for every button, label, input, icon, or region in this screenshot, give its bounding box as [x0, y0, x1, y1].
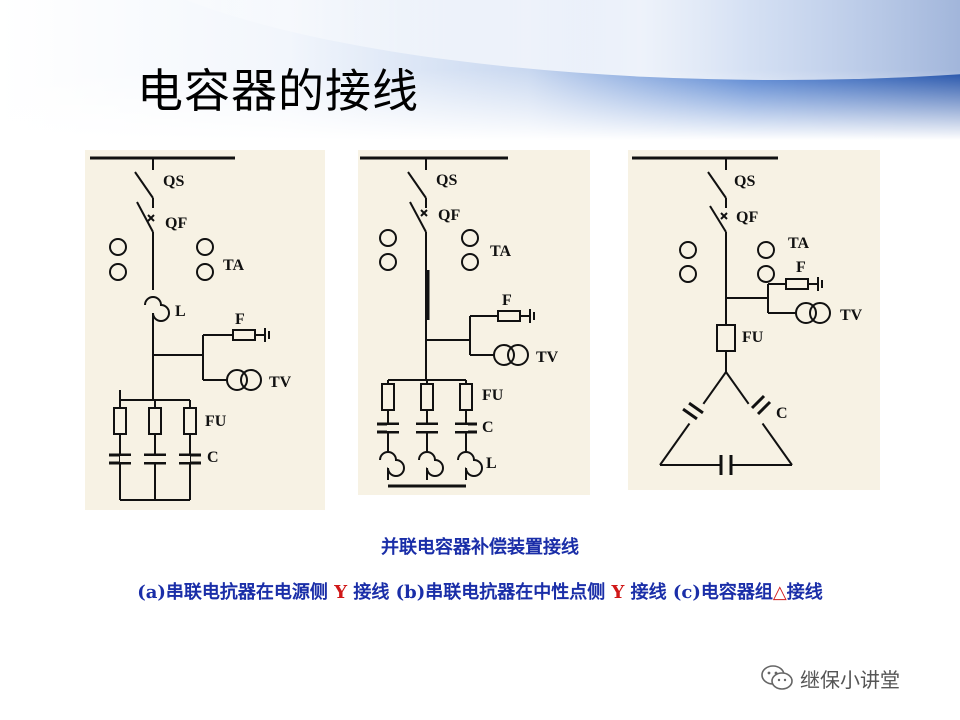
label-l: L [175, 303, 186, 320]
label-c: C [207, 449, 219, 466]
fuse-fu [459, 383, 473, 411]
subcaption-c-text: (c)电容器组 [672, 582, 773, 603]
qf-switch [709, 205, 727, 233]
label-ta: TA [223, 257, 244, 274]
fuse-fu [420, 383, 434, 411]
label-qs: QS [734, 173, 755, 190]
ta-ring [679, 265, 697, 283]
reactor-l [418, 451, 444, 477]
capacitor-gap [720, 458, 732, 472]
subcaption-a-tail: 接线 [347, 582, 396, 603]
ta-ring [379, 253, 397, 271]
ta-ring [109, 263, 127, 281]
fuse-fu [113, 407, 127, 435]
fuse-fu [381, 383, 395, 411]
subcaption-c-delta: △ [772, 582, 787, 603]
ta-ring [461, 253, 479, 271]
watermark: 继保小讲堂 [760, 663, 900, 693]
page-title: 电容器的接线 [137, 64, 419, 118]
fuse-fu [148, 407, 162, 435]
capacitor-gap [120, 456, 190, 462]
header-fade [0, 70, 960, 140]
ta-ring [757, 241, 775, 259]
label-tv: TV [269, 374, 292, 391]
capacitor-plate [750, 394, 766, 410]
ta-ring [757, 265, 775, 283]
fuse-fu [716, 324, 736, 352]
label-qf: QF [736, 209, 758, 226]
label-fu: FU [205, 413, 227, 430]
diagram-b-background [358, 150, 590, 495]
figure-subcaption: (a)串联电抗器在电源侧 Y 接线 (b)串联电抗器在中性点侧 Y 接线 (c)… [0, 578, 960, 604]
qs-switch [134, 171, 154, 199]
ta-ring [196, 238, 214, 256]
fuse-fu [183, 407, 197, 435]
label-f: F [235, 311, 245, 328]
label-qf: QF [165, 215, 187, 232]
label-qs: QS [163, 173, 184, 190]
reactor-l [144, 296, 170, 322]
wechat-icon [761, 665, 793, 690]
label-qs: QS [436, 172, 457, 189]
tv-winding [240, 369, 262, 391]
subcaption-c-tail: 接线 [786, 582, 823, 603]
label-c: C [482, 419, 494, 436]
label-qf: QF [438, 207, 460, 224]
label-ta: TA [788, 235, 809, 252]
capacitor-plate [682, 407, 698, 421]
capacitor-plate [688, 401, 704, 415]
figure-caption: 并联电容器补偿装置接线 [381, 537, 579, 558]
ta-ring [379, 229, 397, 247]
label-ta: TA [490, 243, 511, 260]
label-c: C [776, 405, 788, 422]
label-f: F [796, 259, 806, 276]
qs-switch [407, 171, 427, 199]
diagram-a-background [85, 150, 325, 510]
diagram-a: QS QF TA L F TV FU C [85, 150, 325, 510]
ta-ring [461, 229, 479, 247]
tv-winding [226, 369, 248, 391]
qs-switch [707, 171, 727, 199]
header-band [0, 0, 960, 140]
qf-cross [147, 214, 155, 222]
ta-ring [679, 241, 697, 259]
label-tv: TV [840, 307, 863, 324]
subcaption-a-y: Y [334, 582, 348, 603]
subcaption-b-tail: 接线 [624, 582, 673, 603]
capacitor-gap [681, 398, 707, 426]
tv-winding [809, 302, 831, 324]
subcaption-b-y: Y [611, 582, 625, 603]
label-fu: FU [742, 329, 764, 346]
label-fu: FU [482, 387, 504, 404]
subcaption-b-text: (b)串联电抗器在中性点侧 [395, 582, 612, 603]
subcaption-a-text: (a)串联电抗器在电源侧 [137, 582, 335, 603]
diagram-b: QS QF TA F TV FU C L [358, 150, 590, 495]
diagram-c: QS QF TA F TV FU C [628, 150, 880, 490]
capacitor-plate [756, 400, 772, 416]
tv-winding [795, 302, 817, 324]
label-f: F [502, 292, 512, 309]
capacitor-gap [387, 425, 468, 431]
qf-switch [409, 201, 427, 233]
diagram-c-background [628, 150, 880, 490]
tv-winding [493, 344, 515, 366]
ta-ring [109, 238, 127, 256]
reactor-l [379, 451, 405, 477]
ta-ring [196, 263, 214, 281]
watermark-text: 继保小讲堂 [800, 667, 900, 692]
label-tv: TV [536, 349, 559, 366]
qf-switch [136, 201, 154, 233]
reactor-l [457, 451, 483, 477]
label-l: L [486, 455, 497, 472]
tv-winding [507, 344, 529, 366]
qf-cross [720, 212, 728, 220]
qf-cross [420, 209, 428, 217]
